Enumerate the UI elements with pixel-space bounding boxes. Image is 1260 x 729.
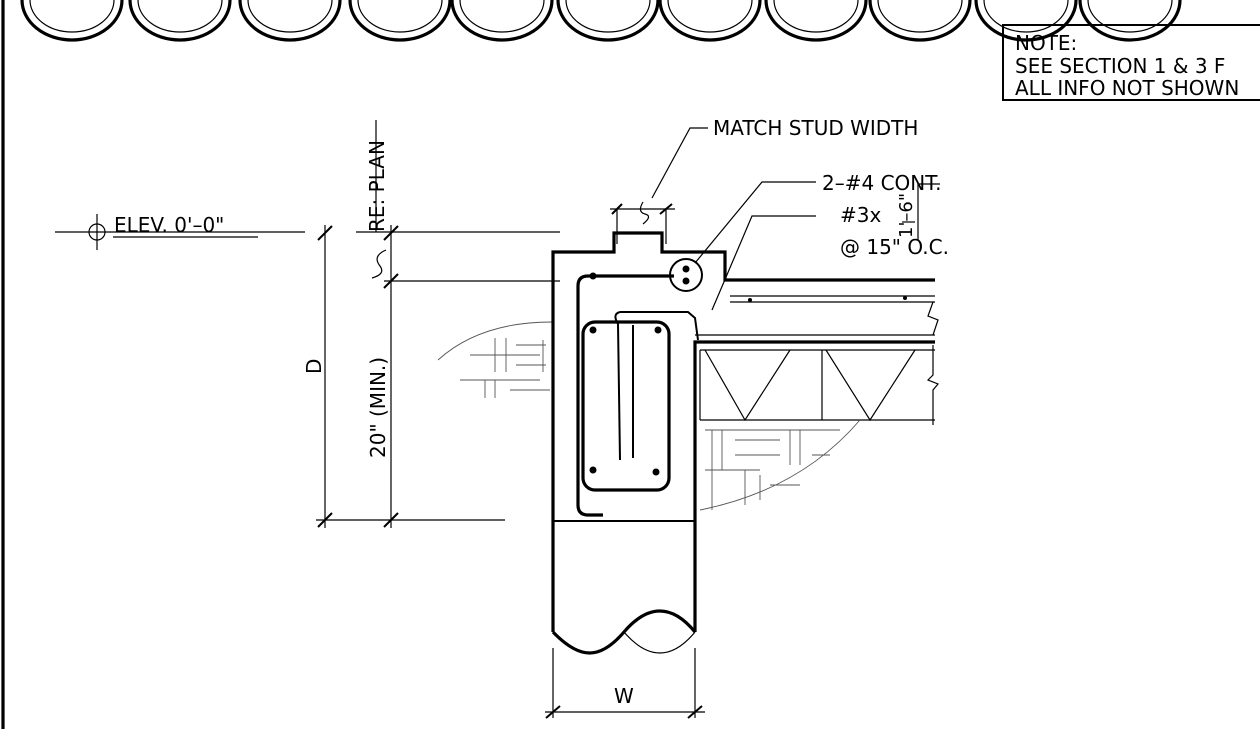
re-plan-label: RE: PLAN bbox=[365, 140, 389, 232]
depth-label: D bbox=[302, 359, 326, 374]
footing-outline bbox=[551, 231, 935, 655]
stirrup-spacing-label: @ 15" O.C. bbox=[840, 235, 949, 259]
stirrup-length-label: 1'–6" bbox=[896, 193, 917, 238]
width-label: W bbox=[614, 684, 634, 708]
note-line-1: SEE SECTION 1 & 3 F bbox=[1015, 54, 1225, 78]
soil-hatch-right bbox=[699, 419, 861, 511]
soil-hatch-left bbox=[437, 321, 553, 398]
floor-truss bbox=[699, 349, 935, 422]
dimension-d: D bbox=[302, 225, 505, 528]
note-heading: NOTE: bbox=[1015, 31, 1077, 55]
dimension-min-depth: 20" (MIN.) bbox=[366, 225, 560, 528]
cont-bars-label: 2–#4 CONT. bbox=[822, 171, 941, 195]
stirrup-size-label: #3x bbox=[840, 203, 881, 227]
slab bbox=[695, 295, 939, 425]
match-stud-width-label: MATCH STUD WIDTH bbox=[713, 116, 918, 140]
cont-bars-callout: 2–#4 CONT. bbox=[694, 171, 941, 264]
reinforcing-steel bbox=[576, 258, 703, 517]
dimension-w: W bbox=[545, 648, 705, 719]
stirrup-callout: #3x 1'–6" @ 15" O.C. bbox=[711, 183, 949, 311]
match-stud-width-callout: MATCH STUD WIDTH bbox=[610, 116, 918, 244]
min-depth-label: 20" (MIN.) bbox=[366, 357, 390, 458]
elevation-label: ELEV. 0'–0" bbox=[114, 213, 224, 237]
note-line-2: ALL INFO NOT SHOWN bbox=[1015, 76, 1239, 100]
elevation-marker: ELEV. 0'–0" bbox=[55, 213, 305, 250]
top-section-bubbles bbox=[20, 0, 1182, 42]
note-box: NOTE: SEE SECTION 1 & 3 F ALL INFO NOT S… bbox=[1002, 24, 1260, 101]
